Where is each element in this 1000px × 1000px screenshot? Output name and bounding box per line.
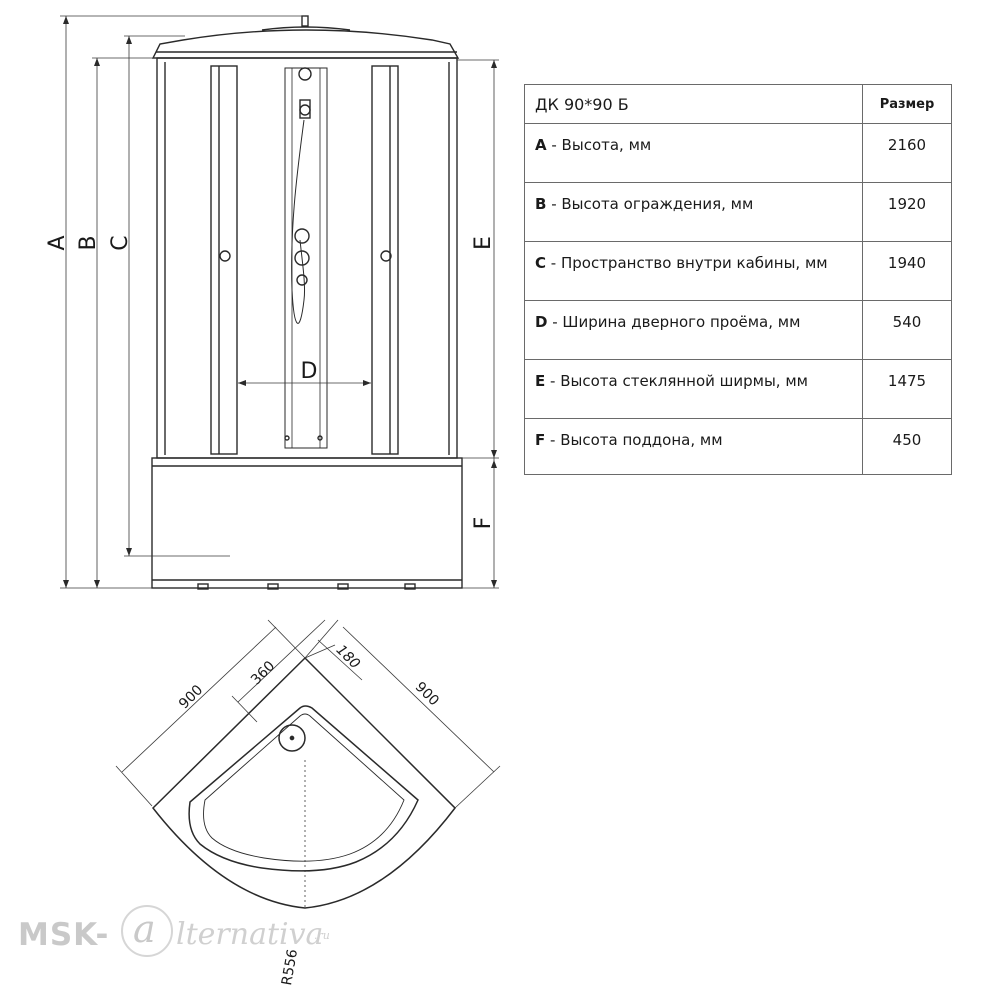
front-dimension-lines xyxy=(60,15,499,589)
logo-part-msk: MSK- xyxy=(18,917,110,953)
dimension-arrows xyxy=(63,16,497,588)
shower-tray xyxy=(151,457,463,589)
control-knob-1 xyxy=(294,228,310,244)
dim-label-a: A xyxy=(45,235,70,250)
dim-label-d: D xyxy=(301,359,318,384)
row-label: C - Пространство внутри кабины, мм xyxy=(524,241,863,301)
dim-label-b: B xyxy=(76,235,101,250)
table-row: C - Пространство внутри кабины, мм 1940 xyxy=(524,241,952,301)
table-row: E - Высота стеклянной ширмы, мм 1475 xyxy=(524,359,952,419)
shower-head-top xyxy=(301,15,309,27)
row-label: E - Высота стеклянной ширмы, мм xyxy=(524,359,863,419)
plan-view-tray xyxy=(151,656,456,909)
row-label: D - Ширина дверного проёма, мм xyxy=(524,300,863,360)
logo-at-icon: a xyxy=(121,905,173,957)
row-label: B - Высота ограждения, мм xyxy=(524,182,863,242)
plan-dimension-lines xyxy=(115,619,501,908)
dim-label-c: C xyxy=(108,235,133,250)
dim-label-e: E xyxy=(471,236,496,250)
size-header: Размер xyxy=(862,84,952,124)
tray-outline xyxy=(151,656,456,909)
dim-label-f: F xyxy=(471,517,496,530)
front-view-cabin xyxy=(151,15,463,590)
logo-part-lternativa: lternativa xyxy=(176,917,324,952)
door-handle-right xyxy=(380,250,392,262)
spec-table: ДК 90*90 Б Размер A - Высота, мм 2160 B … xyxy=(524,84,952,475)
row-label: A - Высота, мм xyxy=(524,123,863,183)
row-label: F - Высота поддона, мм xyxy=(524,418,863,475)
plan-dim-180: 180 xyxy=(333,642,363,672)
table-row: D - Ширина дверного проёма, мм 540 xyxy=(524,300,952,360)
plan-dim-900-left: 900 xyxy=(176,682,206,712)
logo-part-ru: .ru xyxy=(314,929,330,942)
model-name: ДК 90*90 Б xyxy=(524,84,863,124)
door-post-right xyxy=(371,65,399,455)
row-value: 1475 xyxy=(862,359,952,419)
table-row: B - Высота ограждения, мм 1920 xyxy=(524,182,952,242)
door-handle-left xyxy=(219,250,231,262)
row-value: 540 xyxy=(862,300,952,360)
roof-dome xyxy=(151,29,460,59)
table-row: A - Высота, мм 2160 xyxy=(524,123,952,183)
control-knob-3 xyxy=(296,274,308,286)
row-value: 2160 xyxy=(862,123,952,183)
drain-icon xyxy=(278,724,306,752)
control-knob-2 xyxy=(294,250,310,266)
shower-hose xyxy=(291,119,305,324)
plan-dim-900-right: 900 xyxy=(412,679,442,709)
row-value: 1940 xyxy=(862,241,952,301)
tray-inner-rim xyxy=(188,705,419,872)
row-value: 1920 xyxy=(862,182,952,242)
plan-dim-360: 360 xyxy=(248,658,278,688)
spec-table-header: ДК 90*90 Б Размер xyxy=(524,84,952,124)
table-row: F - Высота поддона, мм 450 xyxy=(524,418,952,475)
msk-alternativa-logo: MSK- a lternativa .ru xyxy=(18,905,348,965)
plan-dim-radius: R556 xyxy=(279,948,301,987)
door-post-left xyxy=(210,65,238,455)
row-value: 450 xyxy=(862,418,952,475)
